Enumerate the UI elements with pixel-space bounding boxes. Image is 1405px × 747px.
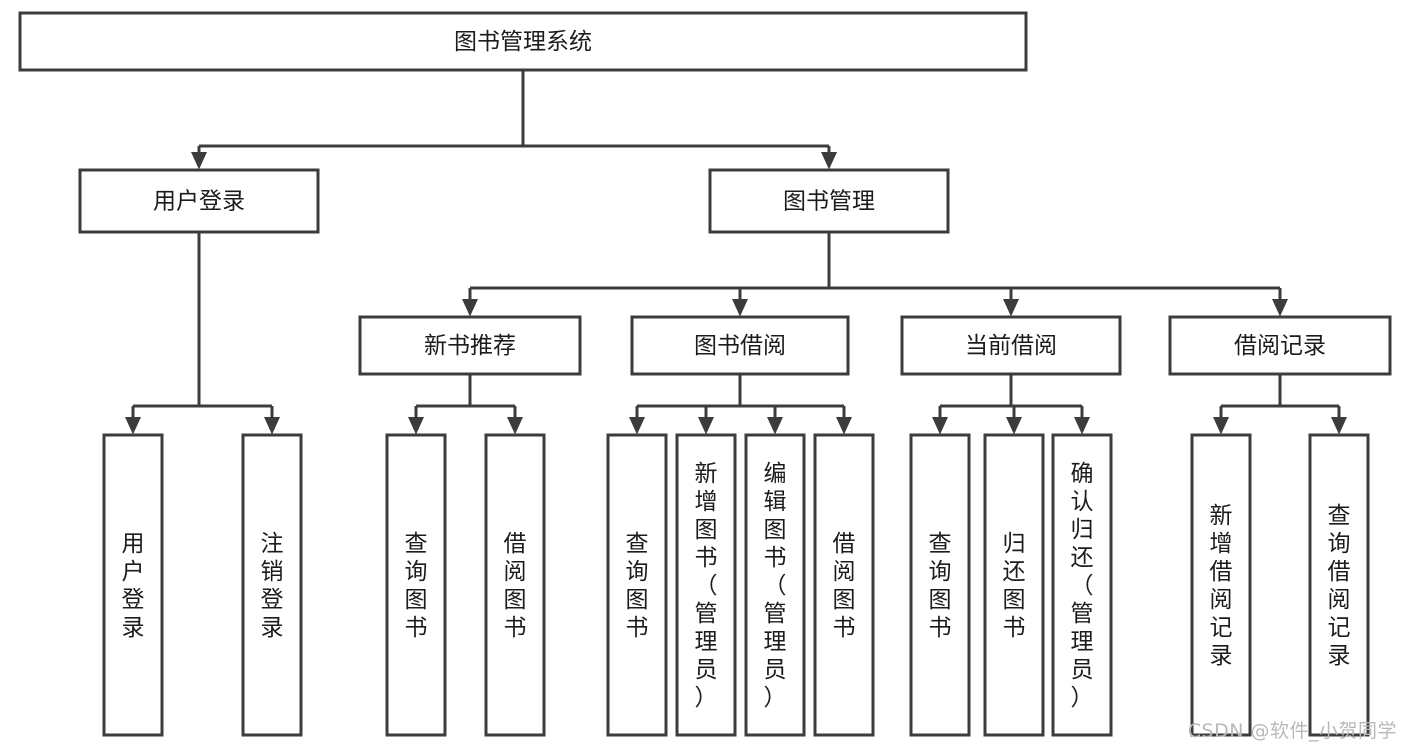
- node-label: 借阅记录: [1234, 333, 1326, 359]
- node-box: [358, 315, 582, 376]
- node-label: 查询图书: [929, 531, 952, 641]
- node-label: 用户登录: [122, 531, 145, 641]
- edge-group-current-borrow: [932, 374, 1090, 435]
- edge-group-book-borrow: [629, 374, 852, 435]
- node-label: 确认归还（管理员）: [1071, 461, 1094, 711]
- node-book-borrow[interactable]: 图书借阅: [630, 315, 850, 376]
- arrow-head-icon: [1074, 417, 1090, 435]
- node-box: [606, 433, 668, 737]
- node-leaf-query-book-3[interactable]: 查询图书: [909, 433, 971, 737]
- arrow-head-icon: [821, 152, 837, 170]
- arrow-head-icon: [125, 417, 141, 435]
- node-label: 当前借阅: [965, 333, 1057, 359]
- node-box: [78, 168, 320, 234]
- node-label: 图书管理: [783, 189, 875, 215]
- node-label: 新增借阅记录: [1210, 503, 1233, 669]
- node-box: [813, 433, 875, 737]
- node-box: [708, 168, 950, 234]
- node-label: 查询借阅记录: [1328, 503, 1351, 669]
- arrow-head-icon: [462, 299, 478, 317]
- node-leaf-borrow-book-2[interactable]: 借阅图书: [813, 433, 875, 737]
- node-user-login[interactable]: 用户登录: [78, 168, 320, 234]
- node-box: [102, 433, 164, 737]
- edge-group-borrow-record: [1213, 374, 1347, 435]
- arrow-head-icon: [836, 417, 852, 435]
- node-box: [484, 433, 546, 737]
- node-leaf-query-book-1[interactable]: 查询图书: [385, 433, 447, 737]
- node-label: 归还图书: [1003, 531, 1026, 641]
- node-label: 借阅图书: [504, 531, 527, 641]
- node-box: [630, 315, 850, 376]
- node-leaf-confirm-return[interactable]: 确认归还（管理员）: [1051, 433, 1113, 737]
- arrow-head-icon: [1331, 417, 1347, 435]
- arrow-head-icon: [932, 417, 948, 435]
- node-box: [385, 433, 447, 737]
- node-label: 新增图书（管理员）: [695, 461, 718, 711]
- arrow-head-icon: [767, 417, 783, 435]
- node-box: [1168, 315, 1392, 376]
- node-new-book-rec[interactable]: 新书推荐: [358, 315, 582, 376]
- node-box: [675, 433, 737, 737]
- node-leaf-borrow-book-1[interactable]: 借阅图书: [484, 433, 546, 737]
- node-box: [1051, 433, 1113, 737]
- node-leaf-query-book-2[interactable]: 查询图书: [606, 433, 668, 737]
- edge-group-new-book-rec: [408, 374, 523, 435]
- node-leaf-return-book[interactable]: 归还图书: [983, 433, 1045, 737]
- node-leaf-add-record[interactable]: 新增借阅记录: [1190, 433, 1252, 737]
- node-leaf-user-login[interactable]: 用户登录: [102, 433, 164, 737]
- node-box: [1308, 433, 1370, 737]
- edge-group-book-manage: [462, 232, 1288, 317]
- edge-group-user-login: [125, 232, 280, 435]
- node-label: 借阅图书: [833, 531, 856, 641]
- arrow-head-icon: [191, 152, 207, 170]
- arrow-head-icon: [264, 417, 280, 435]
- arrow-head-icon: [1213, 417, 1229, 435]
- node-box: [744, 433, 806, 737]
- node-label: 图书管理系统: [454, 29, 592, 55]
- watermark-label: CSDN @软件_小贺同学: [1187, 720, 1397, 742]
- node-leaf-add-book[interactable]: 新增图书（管理员）: [675, 433, 737, 737]
- arrow-head-icon: [1003, 299, 1019, 317]
- node-label: 图书借阅: [694, 333, 786, 359]
- node-box: [983, 433, 1045, 737]
- node-label: 查询图书: [626, 531, 649, 641]
- arrow-head-icon: [698, 417, 714, 435]
- node-leaf-logout[interactable]: 注销登录: [241, 433, 303, 737]
- node-label: 新书推荐: [424, 333, 516, 359]
- edges-layer: [125, 70, 1347, 435]
- arrow-head-icon: [408, 417, 424, 435]
- nodes-layer: 图书管理系统用户登录图书管理新书推荐图书借阅当前借阅借阅记录用户登录注销登录查询…: [18, 11, 1392, 737]
- arrow-head-icon: [507, 417, 523, 435]
- node-box: [18, 11, 1028, 72]
- node-box: [1190, 433, 1252, 737]
- node-current-borrow[interactable]: 当前借阅: [900, 315, 1122, 376]
- arrow-head-icon: [1272, 299, 1288, 317]
- arrow-head-icon: [1006, 417, 1022, 435]
- node-leaf-edit-book[interactable]: 编辑图书（管理员）: [744, 433, 806, 737]
- arrow-head-icon: [629, 417, 645, 435]
- edge-group-root: [191, 70, 837, 170]
- node-label: 查询图书: [405, 531, 428, 641]
- node-label: 注销登录: [261, 531, 284, 641]
- node-box: [900, 315, 1122, 376]
- node-leaf-query-record[interactable]: 查询借阅记录: [1308, 433, 1370, 737]
- node-root[interactable]: 图书管理系统: [18, 11, 1028, 72]
- arrow-head-icon: [732, 299, 748, 317]
- node-label: 编辑图书（管理员）: [764, 461, 787, 711]
- node-book-manage[interactable]: 图书管理: [708, 168, 950, 234]
- node-label: 用户登录: [153, 189, 245, 215]
- node-box: [909, 433, 971, 737]
- node-borrow-record[interactable]: 借阅记录: [1168, 315, 1392, 376]
- node-box: [241, 433, 303, 737]
